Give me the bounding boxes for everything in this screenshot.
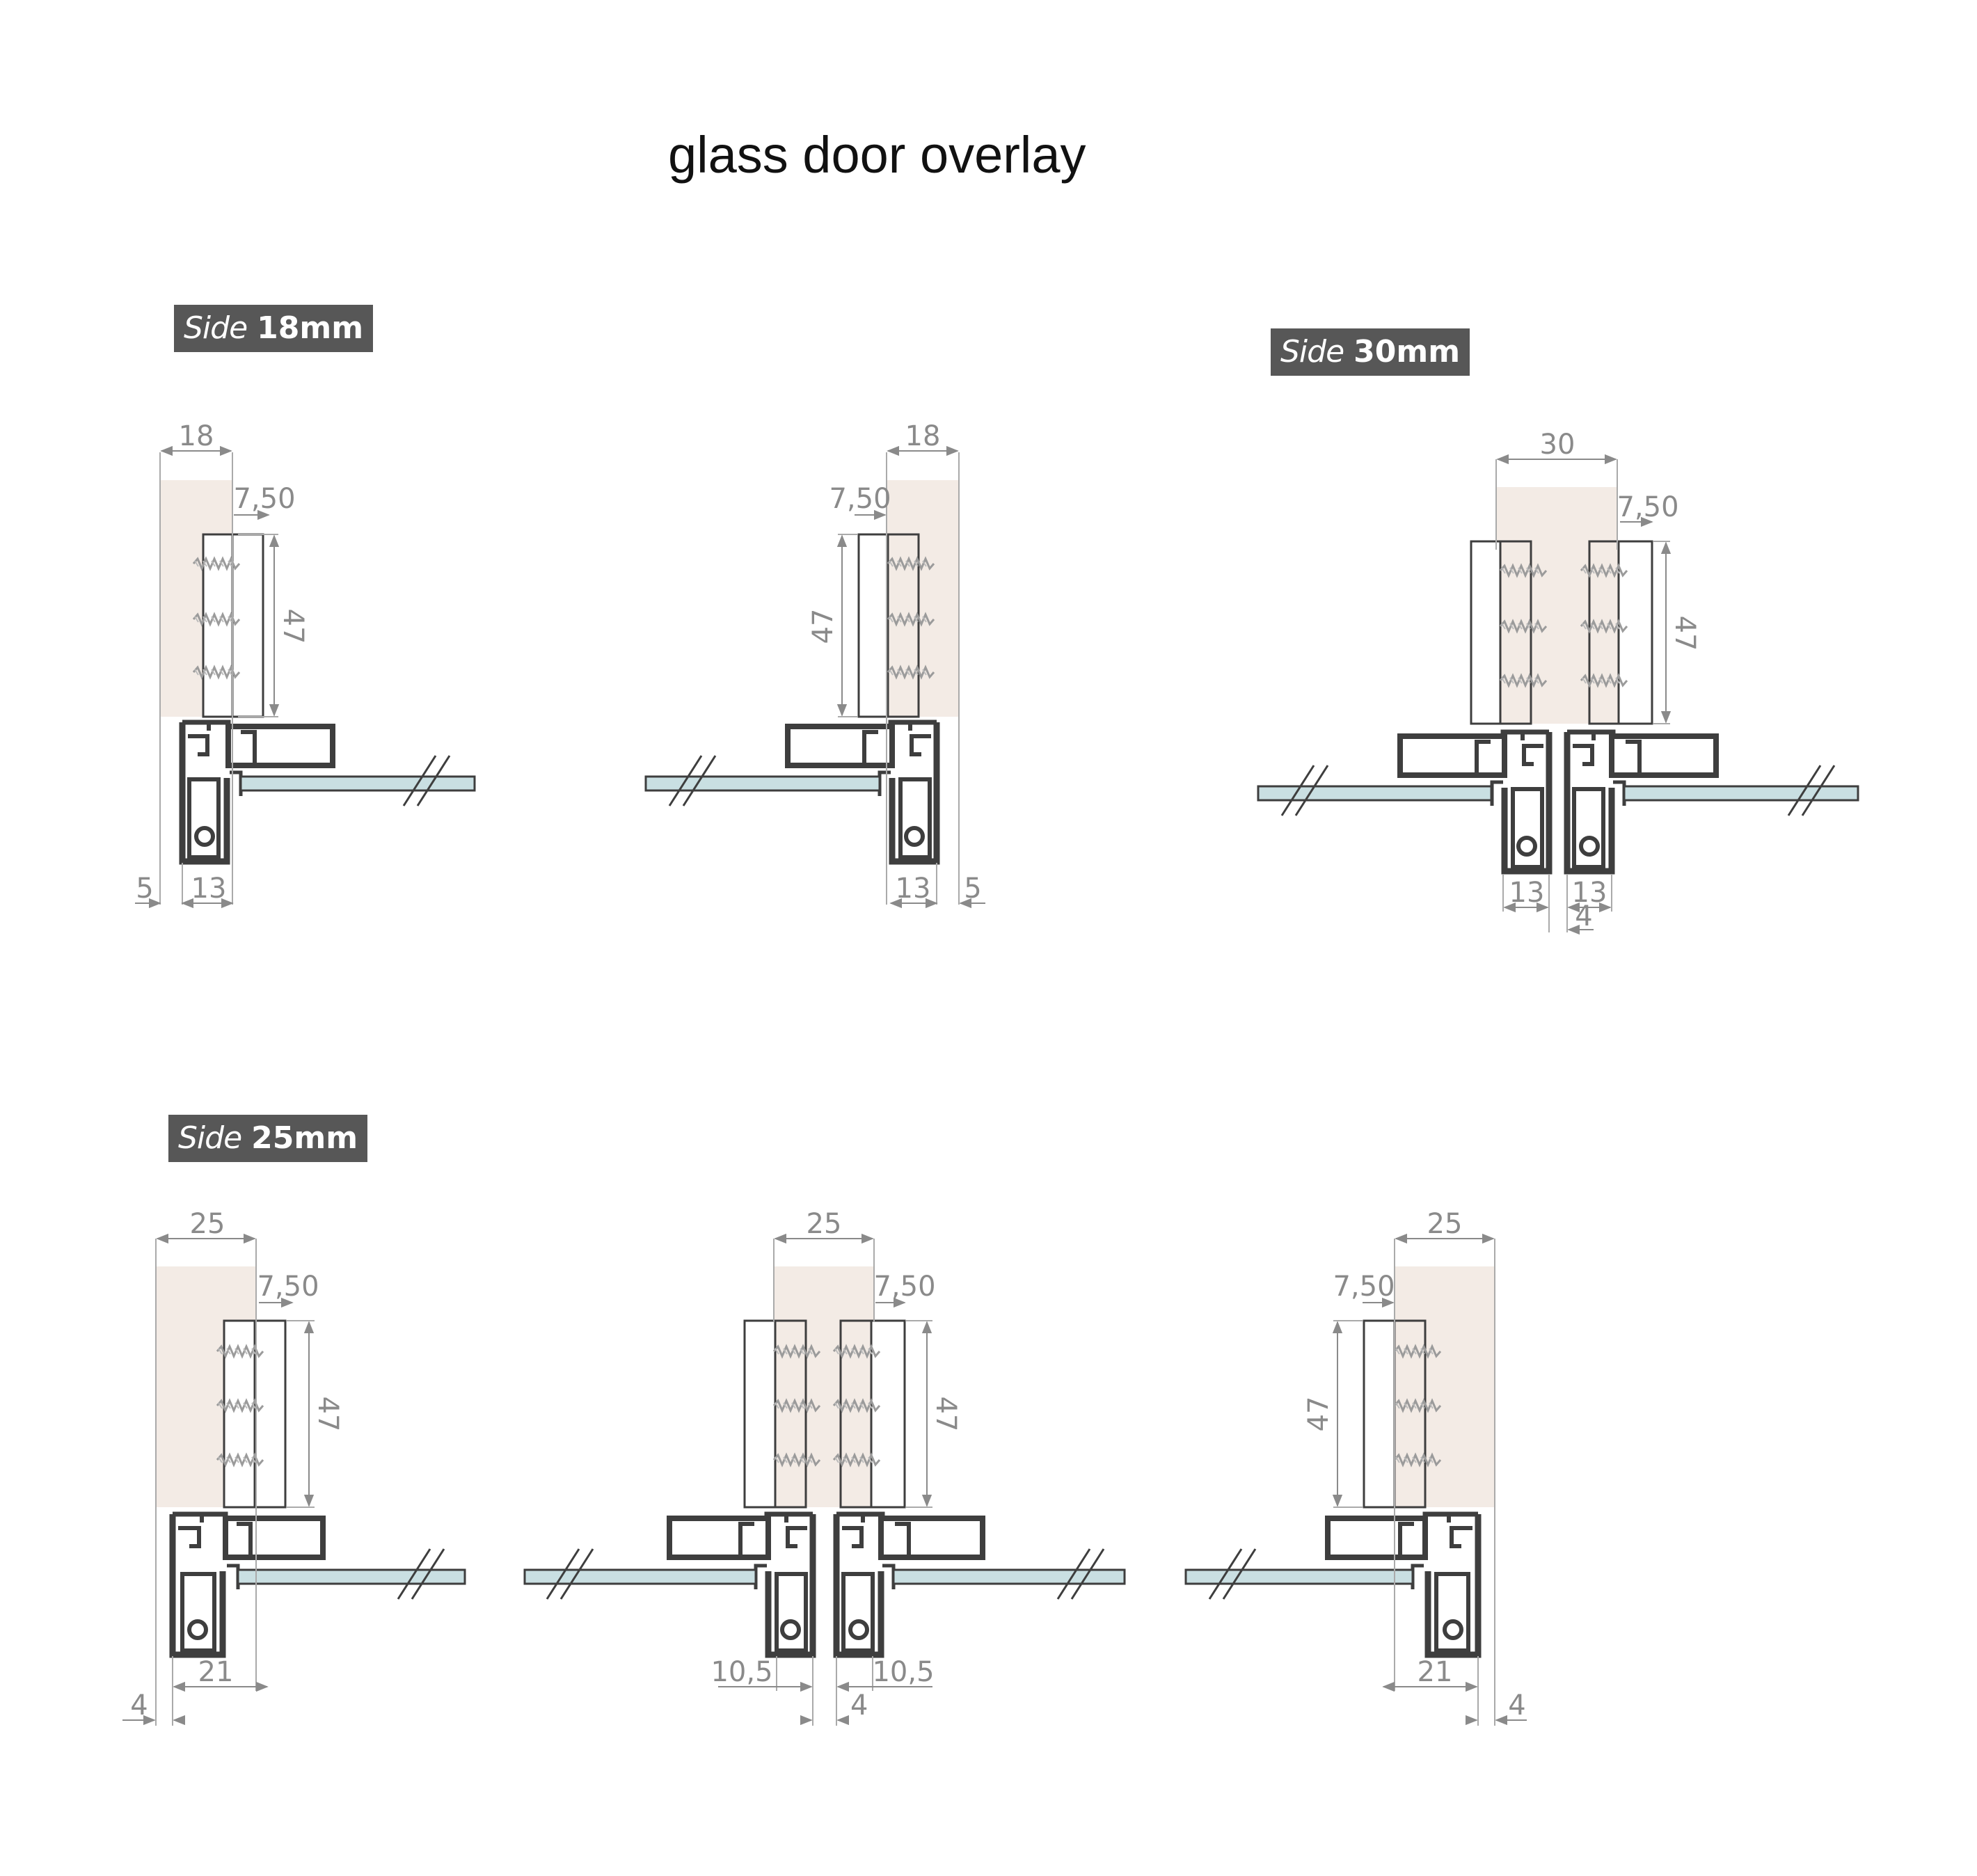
hinge-25mm-right: 25 7,50 47 21 4: [122, 1208, 466, 1726]
hinge-25mm-double: 25 7,50 47 10,5 10,5 4: [523, 1208, 1126, 1726]
badge-side-25mm: Side 25mm: [168, 1115, 368, 1162]
dim-47: 47: [930, 1397, 962, 1432]
dim-7-50: 7,50: [1333, 1271, 1395, 1303]
dim-30: 30: [1540, 429, 1575, 461]
badge-side-label: Side: [184, 310, 248, 346]
dim-21: 21: [1418, 1656, 1453, 1688]
dim-18: 18: [905, 420, 941, 452]
badge-side-label: Side: [1280, 334, 1344, 369]
dim-7-50: 7,50: [257, 1271, 319, 1303]
dim-5: 5: [136, 873, 153, 905]
hinge-25mm-left: 25 7,50 47 21 4: [1184, 1208, 1527, 1726]
dim-47: 47: [807, 609, 839, 644]
hinge-30mm-double: 30 7,50 47 13 13 4: [1257, 429, 1859, 935]
dim-10-5: 10,5: [872, 1656, 934, 1688]
dim-47: 47: [277, 609, 309, 644]
dim-47: 47: [312, 1397, 344, 1432]
dim-7-50: 7,50: [233, 483, 295, 515]
hinge-18mm-left: 18 7,50 47 13 5: [644, 420, 985, 909]
dim-4: 4: [1575, 900, 1592, 932]
dim-13: 13: [1509, 877, 1545, 909]
dim-4: 4: [1508, 1690, 1525, 1722]
dim-13: 13: [191, 873, 227, 905]
dim-5: 5: [964, 873, 981, 905]
dim-4: 4: [130, 1690, 148, 1722]
dim-13: 13: [896, 873, 931, 905]
badge-size-label: 18mm: [257, 310, 364, 346]
page-title: glass door overlay: [668, 126, 1086, 184]
dim-25: 25: [1427, 1208, 1463, 1240]
dim-10-5: 10,5: [710, 1656, 772, 1688]
dim-21: 21: [198, 1656, 234, 1688]
dim-7-50: 7,50: [1617, 491, 1678, 523]
badge-side-label: Side: [178, 1120, 242, 1156]
dim-47: 47: [1669, 616, 1701, 651]
badge-size-label: 30mm: [1353, 334, 1461, 369]
badge-side-18mm: Side 18mm: [174, 305, 374, 352]
dim-13: 13: [1572, 877, 1607, 909]
dim-47: 47: [1303, 1397, 1335, 1432]
hinge-18mm-right: 18 7,50 47 5 13: [135, 420, 476, 909]
dim-25: 25: [807, 1208, 842, 1240]
badge-side-30mm: Side 30mm: [1271, 328, 1470, 376]
badge-size-label: 25mm: [251, 1120, 358, 1156]
dim-25: 25: [190, 1208, 225, 1240]
dim-7-50: 7,50: [829, 483, 891, 515]
dim-4: 4: [850, 1690, 868, 1722]
dim-7-50: 7,50: [873, 1271, 935, 1303]
dim-18: 18: [179, 420, 214, 452]
